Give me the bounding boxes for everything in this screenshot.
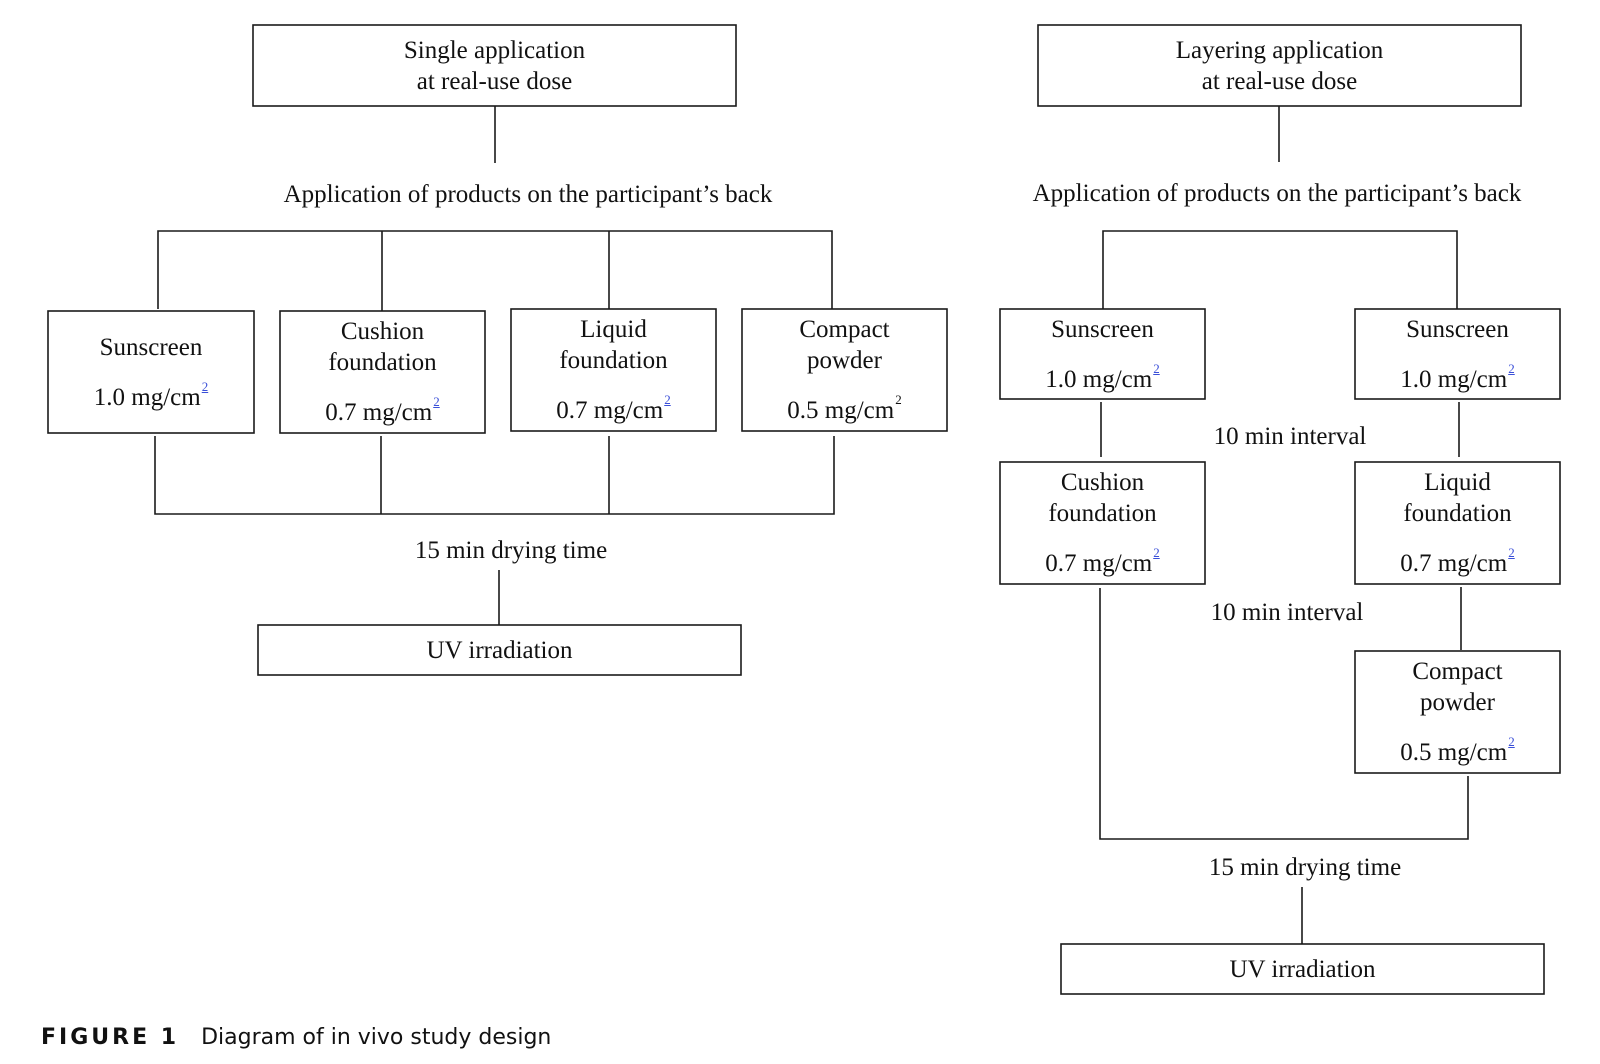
uv-irradiation-box (257, 624, 742, 676)
product-box (279, 310, 486, 434)
uv-irradiation-label: UV irradiation (426, 636, 573, 664)
product-box (47, 310, 255, 434)
dose-value: 0.7 mg/cm2 (1045, 545, 1160, 577)
dose-value: 0.7 mg/cm2 (1400, 545, 1515, 577)
single-application-title: Single application at real-use dose (403, 36, 586, 95)
product-cushion-foundation: Cushion foundation 0.7 mg/cm2 (1045, 469, 1160, 577)
product-box (1354, 308, 1561, 400)
application-label: Application of products on the participa… (1032, 180, 1522, 207)
uv-irradiation-label: UV irradiation (1229, 955, 1376, 983)
product-box (999, 308, 1206, 400)
layering-application-box (1037, 24, 1522, 107)
drying-time-label: 15 min drying time (414, 537, 608, 564)
dose-value: 1.0 mg/cm2 (1045, 360, 1160, 393)
dose-value: 0.5 mg/cm2 (787, 392, 902, 424)
layering-application-title: Layering application at real-use dose (1175, 36, 1384, 95)
single-application-box (252, 24, 737, 107)
dose-value: 0.7 mg/cm2 (556, 392, 671, 424)
dose-value: 0.5 mg/cm2 (1400, 734, 1515, 766)
product-box (741, 308, 948, 432)
product-sunscreen: Sunscreen 1.0 mg/cm2 (1400, 315, 1515, 393)
figure-caption-text: Diagram of in vivo study design (201, 1025, 552, 1050)
product-box (1354, 650, 1561, 774)
product-sunscreen: Sunscreen 1.0 mg/cm2 (1045, 315, 1160, 393)
application-label: Application of products on the participa… (283, 181, 773, 208)
product-box (999, 461, 1206, 585)
merge-line (154, 436, 835, 515)
branch-line (1102, 230, 1458, 309)
drying-time-label: 15 min drying time (1208, 854, 1402, 881)
merge-line (1099, 588, 1469, 840)
product-box (510, 308, 717, 432)
product-box (1354, 461, 1561, 585)
dose-value: 0.7 mg/cm2 (325, 394, 440, 426)
product-compact-powder: Compact powder 0.5 mg/cm2 (787, 316, 902, 424)
uv-irradiation-box (1060, 943, 1545, 995)
dose-value: 1.0 mg/cm2 (93, 378, 209, 411)
branch-line (157, 230, 833, 309)
product-compact-powder: Compact powder 0.5 mg/cm2 (1400, 658, 1515, 766)
interval-label: 10 min interval (1213, 423, 1367, 450)
interval-label: 10 min interval (1210, 599, 1364, 626)
product-liquid-foundation: Liquid foundation 0.7 mg/cm2 (1400, 469, 1515, 577)
product-cushion-foundation: Cushion foundation 0.7 mg/cm2 (325, 318, 440, 426)
product-liquid-foundation: Liquid foundation 0.7 mg/cm2 (556, 316, 671, 424)
figure-caption: FIGURE 1 Diagram of in vivo study design (41, 1025, 551, 1050)
dose-value: 1.0 mg/cm2 (1400, 360, 1515, 393)
product-sunscreen: Sunscreen 1.0 mg/cm2 (93, 333, 209, 411)
figure-number: FIGURE 1 (41, 1025, 180, 1050)
